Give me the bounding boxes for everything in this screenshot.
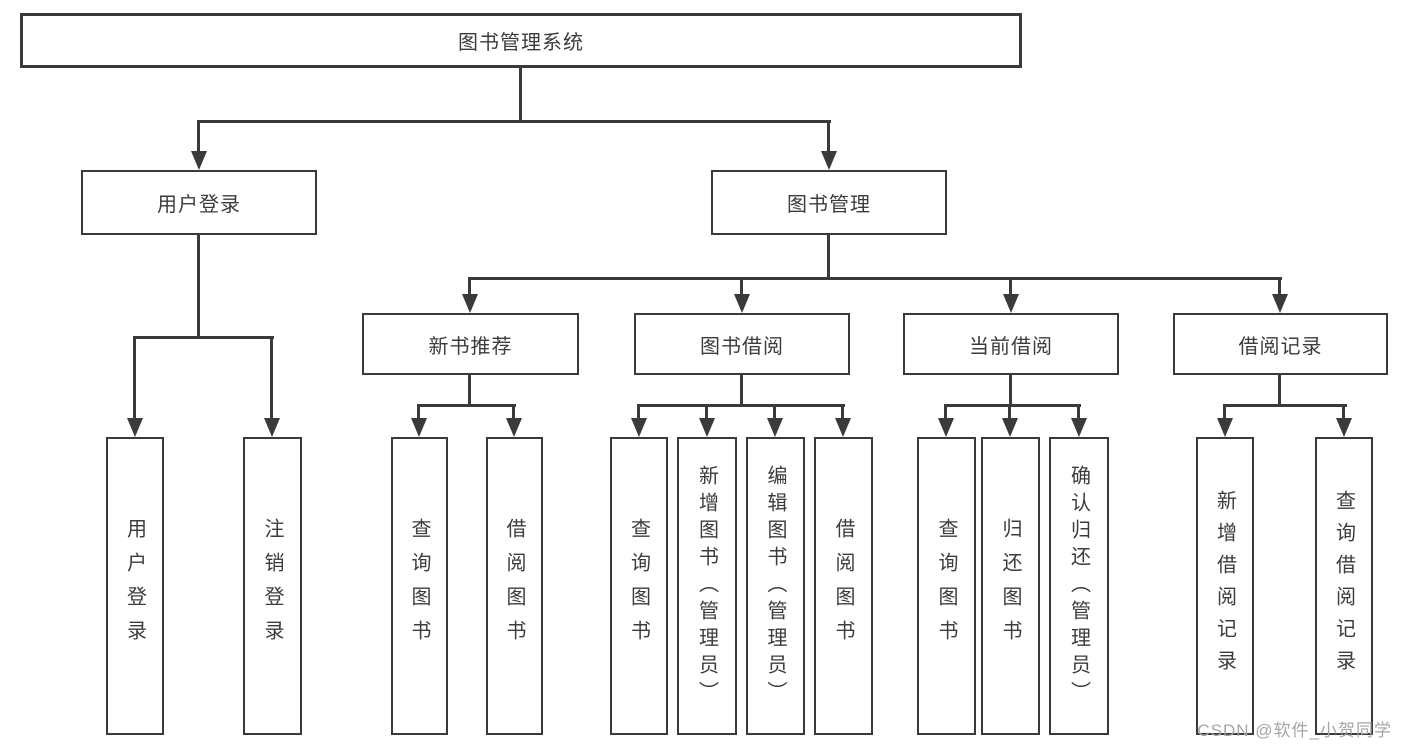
leaf-logout: 注销登录 <box>243 437 302 735</box>
edge-root-branch <box>197 120 831 123</box>
edge-user-login-trunk <box>197 235 200 336</box>
edge-book-management-branch <box>468 277 1282 280</box>
arrow-down-icon <box>631 418 647 437</box>
edge-current-trunk <box>1009 375 1012 404</box>
edge-stub-leaf <box>1077 404 1080 419</box>
leaf-user-login: 用户登录 <box>106 437 164 735</box>
edge-stub-leaf <box>417 404 420 419</box>
arrow-down-icon <box>1272 294 1288 313</box>
leaf-query-books-borrowing: 查询图书 <box>610 437 668 735</box>
leaf-borrow-books-recommend: 借阅图书 <box>486 437 543 735</box>
arrow-down-icon <box>734 294 750 313</box>
arrow-down-icon <box>506 418 522 437</box>
edge-records-branch <box>1223 404 1347 407</box>
edge-stub-leaf <box>512 404 515 419</box>
edge-stub-leaf <box>1223 404 1226 419</box>
edge-stub-leaf <box>270 336 273 419</box>
arrow-down-icon <box>1336 418 1352 437</box>
leaf-query-books-recommend: 查询图书 <box>391 437 448 735</box>
leaf-add-book-admin: 新增图书（管理员） <box>677 437 737 735</box>
edge-stub-book-management <box>827 120 830 154</box>
arrow-down-icon <box>1071 418 1087 437</box>
arrow-down-icon <box>1217 418 1233 437</box>
edge-stub-level3 <box>468 277 471 295</box>
edge-stub-level3 <box>1278 277 1281 295</box>
arrow-down-icon <box>462 294 478 313</box>
edge-root-trunk <box>519 68 522 120</box>
edge-stub-leaf <box>1008 404 1011 419</box>
node-book-borrowing: 图书借阅 <box>634 313 850 375</box>
node-user-login: 用户登录 <box>81 170 317 235</box>
leaf-query-borrow-record: 查询借阅记录 <box>1315 437 1373 735</box>
node-book-management: 图书管理 <box>711 170 947 235</box>
edge-stub-leaf <box>637 404 640 419</box>
arrow-down-icon <box>835 418 851 437</box>
edge-stub-leaf <box>133 336 136 419</box>
edge-stub-level3 <box>1009 277 1012 295</box>
edge-borrowing-branch <box>637 404 845 407</box>
arrow-down-icon <box>938 418 954 437</box>
edge-stub-level3 <box>740 277 743 295</box>
arrow-down-icon <box>699 418 715 437</box>
node-new-book-recommendation: 新书推荐 <box>362 313 579 375</box>
edge-records-trunk <box>1278 375 1281 404</box>
node-borrowing-records: 借阅记录 <box>1173 313 1388 375</box>
leaf-query-books-current: 查询图书 <box>917 437 976 735</box>
node-current-borrowing: 当前借阅 <box>903 313 1119 375</box>
arrow-down-icon <box>191 151 207 170</box>
arrow-down-icon <box>821 151 837 170</box>
edge-current-branch <box>944 404 1081 407</box>
arrow-down-icon <box>127 418 143 437</box>
arrow-down-icon <box>411 418 427 437</box>
leaf-add-borrow-record: 新增借阅记录 <box>1196 437 1254 735</box>
edge-stub-user-login <box>197 120 200 154</box>
csdn-watermark: CSDN @软件_小贺同学 <box>1197 721 1392 740</box>
edge-stub-leaf <box>944 404 947 419</box>
leaf-return-book: 归还图书 <box>981 437 1040 735</box>
leaf-edit-book-admin: 编辑图书（管理员） <box>746 437 805 735</box>
arrow-down-icon <box>767 418 783 437</box>
edge-recommend-branch <box>417 404 516 407</box>
edge-stub-leaf <box>841 404 844 419</box>
arrow-down-icon <box>1002 418 1018 437</box>
edge-book-management-trunk <box>827 235 830 277</box>
edge-stub-leaf <box>705 404 708 419</box>
edge-stub-leaf <box>773 404 776 419</box>
edge-stub-leaf <box>1342 404 1345 419</box>
leaf-borrow-books-borrowing: 借阅图书 <box>814 437 873 735</box>
arrow-down-icon <box>264 418 280 437</box>
edge-user-login-branch <box>133 336 274 339</box>
leaf-confirm-return-admin: 确认归还（管理员） <box>1049 437 1109 735</box>
edge-borrowing-trunk <box>740 375 743 404</box>
edge-recommend-trunk <box>468 375 471 404</box>
arrow-down-icon <box>1003 294 1019 313</box>
node-library-system: 图书管理系统 <box>20 13 1022 68</box>
